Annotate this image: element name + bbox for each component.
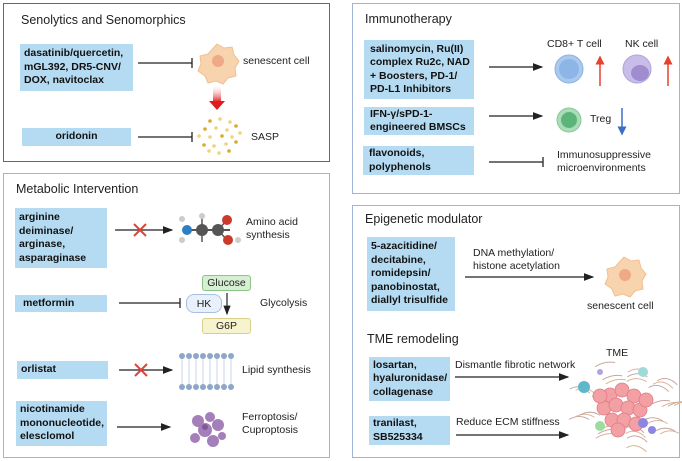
target-label: Amino acid synthesis <box>246 216 298 241</box>
red-down-arrow-icon <box>209 84 225 110</box>
tumor-cell <box>638 392 654 408</box>
tme-label: TME <box>606 347 629 359</box>
drug-box: dasatinib/quercetin, mGL392, DR5-CNV/ DO… <box>20 44 133 91</box>
target-label: Immunosuppressive microenvironments <box>557 149 651 174</box>
target-label: senescent cell <box>587 300 654 312</box>
inhibit-arrow <box>119 298 181 308</box>
cd8-t-cell-icon <box>554 54 584 84</box>
lipid-membrane-icon <box>179 353 234 390</box>
drug-box: nicotinamide mononucleotide, elesclomol <box>16 401 107 446</box>
ferroptosis-cell-debris-icon <box>190 412 226 447</box>
sasp-dot <box>217 151 221 155</box>
target-label: Ferroptosis/ Cuproptosis <box>242 411 299 436</box>
hk-node: HK <box>186 294 222 313</box>
blocked-arrow <box>119 363 174 377</box>
inhibit-arrow <box>138 58 193 68</box>
sasp-dot <box>228 120 232 124</box>
target-label: Lipid synthesis <box>242 364 311 376</box>
cell-label: Treg <box>590 113 612 125</box>
cell-label: CD8+ T cell <box>547 38 602 50</box>
drug-box: losartan, hyaluronidase/ collagenase <box>369 357 450 401</box>
drug-box: tranilast, SB525334 <box>369 416 450 445</box>
drug-box: orlistat <box>17 361 108 379</box>
sasp-dots-icon <box>197 117 242 155</box>
drug-box: 5-azacitidine/ decitabine, romidepsin/ p… <box>367 237 455 311</box>
target-label: senescent cell <box>243 55 310 67</box>
sasp-dot <box>224 142 228 146</box>
tumor-cell <box>614 382 630 398</box>
sasp-dot <box>203 127 207 131</box>
sasp-dot <box>238 131 242 135</box>
drug-box: salinomycin, Ru(II) complex Ru2c, NAD + … <box>364 40 474 99</box>
section-title: TME remodeling <box>367 332 459 346</box>
sasp-dot <box>197 134 201 138</box>
cell-label: NK cell <box>625 38 659 50</box>
sasp-dot <box>214 126 218 130</box>
inhibit-arrow <box>138 132 193 142</box>
sasp-dot <box>218 117 222 121</box>
nk-cell-icon <box>622 54 652 84</box>
target-label: SASP <box>251 131 280 143</box>
sasp-dot <box>227 149 231 153</box>
panel-title: Immunotherapy <box>365 12 452 26</box>
mechanism-label: DNA methylation/ histone acetylation <box>473 247 560 272</box>
g6p-node: G6P <box>202 318 251 334</box>
sasp-dot <box>207 149 211 153</box>
blocked-arrow <box>115 223 174 237</box>
target-label: Glycolysis <box>260 297 308 309</box>
tme-tumor-icon <box>568 361 682 453</box>
glucose-node: Glucose <box>202 275 251 291</box>
panel-title: Senolytics and Senomorphics <box>21 13 186 27</box>
sasp-dot <box>212 144 216 148</box>
treg-cell-icon <box>556 107 582 133</box>
mechanism-label: Reduce ECM stiffness <box>456 416 560 428</box>
mechanism-label: Dismantle fibrotic network <box>455 359 576 371</box>
drug-box: metformin <box>15 295 107 312</box>
sasp-dot <box>234 140 238 144</box>
tumor-cell <box>610 422 626 438</box>
senescent-cell-icon <box>604 256 647 298</box>
panel-title: Epigenetic modulator <box>365 212 483 226</box>
tumor-cell <box>592 388 608 404</box>
sasp-dot <box>234 124 238 128</box>
drug-box: arginine deiminase/ arginase, asparagina… <box>15 208 107 268</box>
sasp-dot <box>208 135 212 139</box>
sasp-dot <box>220 134 224 138</box>
sasp-dot <box>230 135 234 139</box>
sasp-dot <box>225 128 229 132</box>
drug-box: flavonoids, polyphenols <box>363 146 474 175</box>
inhibit-arrow <box>489 157 544 167</box>
drug-box: IFN-γ/sPD-1-engineered BMSCs <box>364 107 474 135</box>
panel-title: Metabolic Intervention <box>16 182 139 196</box>
senescent-cell-icon <box>197 43 240 85</box>
sasp-dot <box>208 119 212 123</box>
drug-box: oridonin <box>22 128 131 146</box>
sasp-dot <box>202 143 206 147</box>
amino-acid-molecule-icon <box>179 213 241 245</box>
